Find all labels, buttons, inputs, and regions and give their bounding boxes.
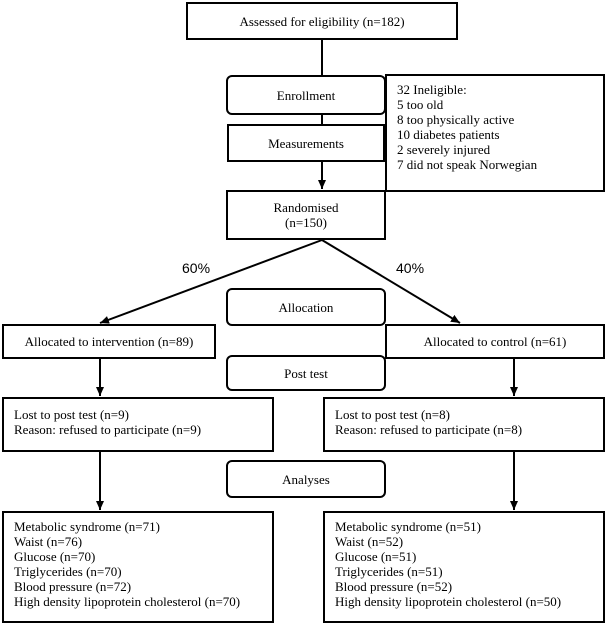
randomised-box: Randomised (n=150) [226,190,386,240]
result-line: Glucose (n=70) [14,549,96,564]
control-label: Allocated to control (n=61) [423,334,567,349]
results-control-box: Metabolic syndrome (n=51) Waist (n=52) G… [323,511,605,623]
result-line: Triglycerides (n=51) [335,564,443,579]
ineligible-line: 5 too old [397,97,444,112]
ineligible-line: 7 did not speak Norwegian [397,157,538,172]
result-line: Blood pressure (n=72) [14,579,132,594]
analyses-label: Analyses [282,471,330,487]
ineligible-line: 8 too physically active [397,112,515,127]
result-line: Metabolic syndrome (n=71) [14,519,160,534]
result-line: Blood pressure (n=52) [335,579,453,594]
intervention-label: Allocated to intervention (n=89) [24,334,194,349]
post-test-label: Post test [284,365,328,381]
result-line: Glucose (n=51) [335,549,417,564]
lost-reason: Reason: refused to participate (n=9) [14,422,202,437]
assessed-label: Assessed for eligibility (n=182) [239,13,405,29]
results-intervention-box: Metabolic syndrome (n=71) Waist (n=76) G… [2,511,274,623]
control-box: Allocated to control (n=61) [385,324,605,359]
enrollment-box: Enrollment [226,75,386,115]
randomised-count: (n=150) [285,215,327,230]
ineligible-line: 10 diabetes patients [397,127,500,142]
analyses-box: Analyses [226,460,386,498]
measurements-box: Measurements [227,124,385,162]
arrow-randomised-to-control [321,239,461,324]
measurements-label: Measurements [268,135,344,151]
arrow-randomised-to-intervention [99,239,323,324]
assessed-box: Assessed for eligibility (n=182) [186,2,458,40]
result-line: High density lipoprotein cholesterol (n=… [335,594,562,609]
lost-control-box: Lost to post test (n=8) Reason: refused … [323,397,605,452]
lost-reason: Reason: refused to participate (n=8) [335,422,523,437]
lost-line: Lost to post test (n=8) [335,407,450,422]
result-line: Triglycerides (n=70) [14,564,122,579]
control-percent: 40% [396,260,425,276]
randomised-label: Randomised [273,200,339,215]
result-line: Metabolic syndrome (n=51) [335,519,481,534]
lost-intervention-box: Lost to post test (n=9) Reason: refused … [2,397,274,452]
intervention-percent: 60% [182,260,211,276]
intervention-box: Allocated to intervention (n=89) [2,324,216,359]
result-line: Waist (n=76) [14,534,83,549]
allocation-label: Allocation [278,299,334,315]
result-line: High density lipoprotein cholesterol (n=… [14,594,241,609]
post-test-box: Post test [226,355,386,391]
lost-line: Lost to post test (n=9) [14,407,129,422]
allocation-box: Allocation [226,288,386,326]
result-line: Waist (n=52) [335,534,404,549]
ineligible-box: 32 Ineligible: 5 too old 8 too physicall… [385,74,605,192]
ineligible-line: 32 Ineligible: [397,82,467,97]
ineligible-line: 2 severely injured [397,142,491,157]
enrollment-label: Enrollment [276,87,336,103]
